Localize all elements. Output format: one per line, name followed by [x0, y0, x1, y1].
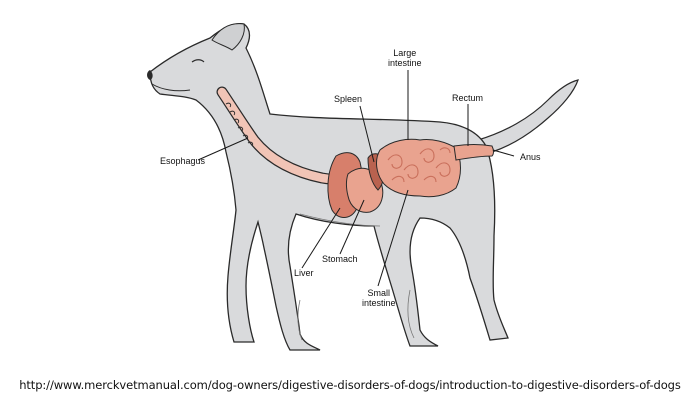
label-liver: Liver — [294, 268, 314, 278]
dog-ear — [211, 23, 245, 51]
source-url: http://www.merckvetmanual.com/dog-owners… — [19, 378, 681, 392]
label-small-intestine: Small intestine — [362, 288, 396, 308]
label-spleen: Spleen — [334, 94, 363, 104]
label-esophagus: Esophagus — [160, 156, 206, 166]
dog-tail — [476, 79, 579, 153]
intestines-organ — [376, 138, 461, 198]
label-anus: Anus — [520, 152, 541, 162]
leg-detail — [407, 289, 415, 339]
dog-eye — [191, 59, 205, 63]
label-large-intestine: Large intestine — [388, 48, 422, 68]
rectum-organ — [453, 144, 494, 161]
dog-nose — [147, 70, 153, 80]
label-stomach: Stomach — [322, 254, 358, 264]
leader-lines — [197, 70, 515, 287]
trachea — [225, 102, 254, 147]
leg-detail — [297, 299, 303, 341]
intestine-coils — [387, 147, 451, 183]
dog-mouth — [151, 83, 191, 92]
belly-line — [299, 213, 381, 227]
label-rectum: Rectum — [452, 93, 484, 103]
